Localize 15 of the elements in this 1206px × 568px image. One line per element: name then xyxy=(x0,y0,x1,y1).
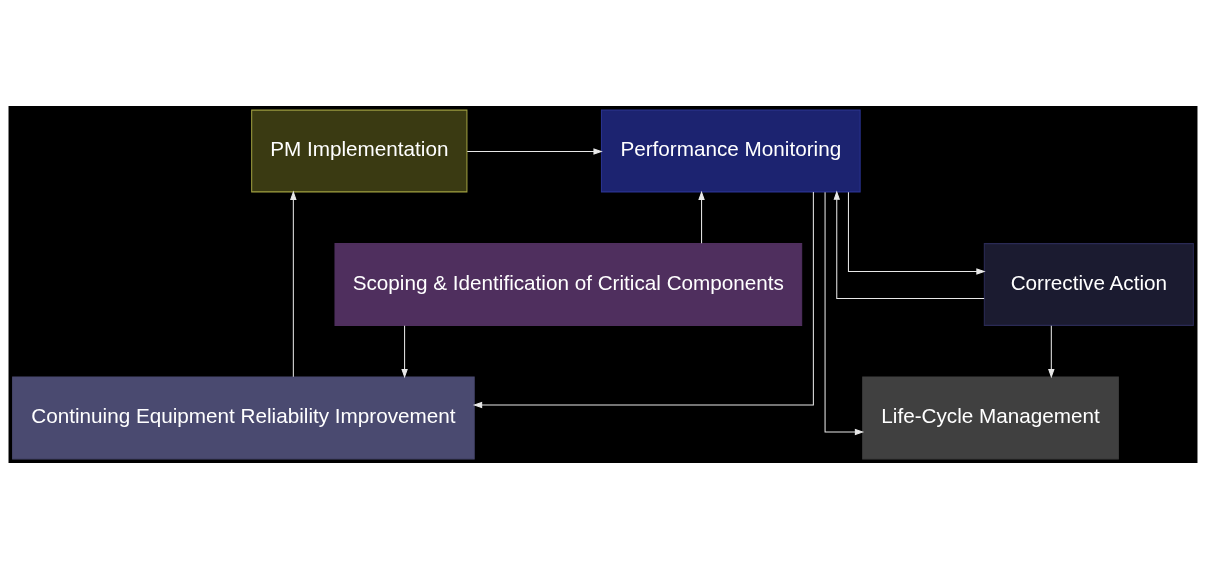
arrow xyxy=(472,191,814,408)
arrow xyxy=(401,324,408,378)
arrow xyxy=(698,190,705,244)
arrow xyxy=(1048,324,1055,378)
arrow xyxy=(290,190,297,377)
arrow xyxy=(466,147,603,155)
node-box: Corrective Action xyxy=(983,242,1194,326)
node-box: Scoping & Identification of Critical Components xyxy=(334,242,803,326)
node-box: Performance Monitoring xyxy=(600,109,861,192)
arrow xyxy=(824,191,865,435)
node-box: PM Implementation xyxy=(251,109,468,192)
node-box: Continuing Equipment Reliability Improvement xyxy=(12,376,475,459)
node-box: Life-Cycle Management xyxy=(862,376,1119,459)
arrow xyxy=(833,190,985,299)
arrow xyxy=(847,191,986,275)
